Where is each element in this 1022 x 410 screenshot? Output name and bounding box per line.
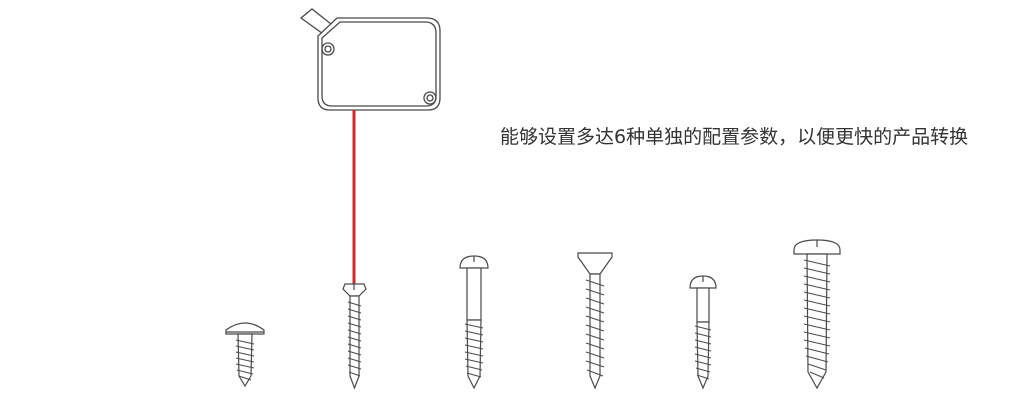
caption-text: 能够设置多达6种单独的配置参数，以便更快的产品转换: [500, 126, 969, 148]
pan-head-screw-icon: [793, 239, 841, 390]
photoelectric-sensor-icon: [299, 8, 441, 111]
bugle-head-screw-icon: [577, 252, 613, 390]
round-head-screw-icon: [689, 275, 717, 390]
round-head-screw-icon: [459, 255, 489, 390]
truss-head-screw-icon: [225, 322, 265, 388]
countersunk-screw-icon: [342, 283, 367, 390]
